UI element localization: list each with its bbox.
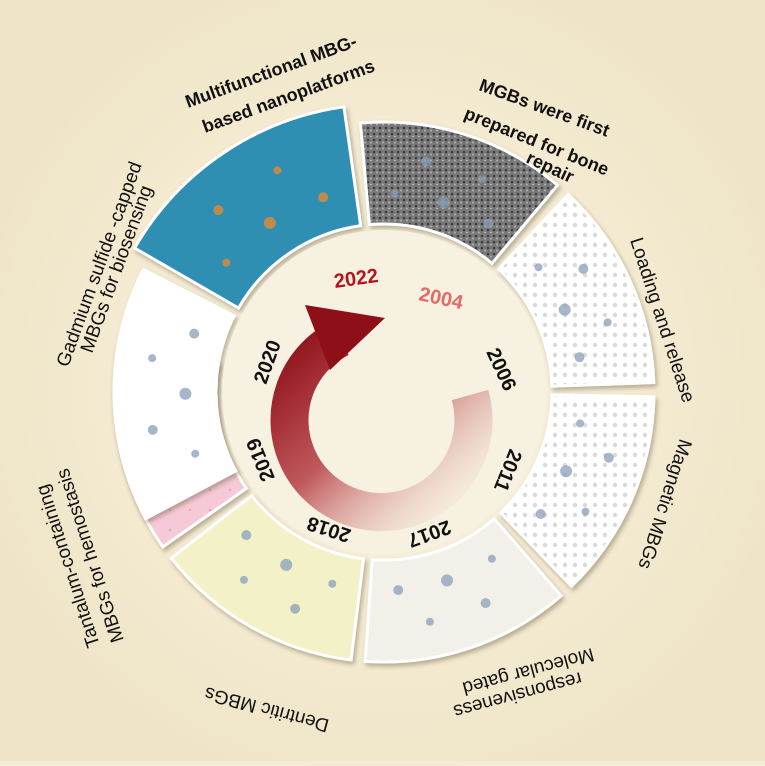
panel-2020 <box>112 267 238 521</box>
cycle-arrow-head <box>305 305 385 370</box>
panel-2006 <box>496 192 656 388</box>
cycle-arrow-arc <box>270 321 493 532</box>
panel-2022-figure-mark <box>222 258 231 267</box>
panel-2018-figure-mark <box>241 530 252 541</box>
panel-2018 <box>169 493 366 662</box>
panel-2022-figure-mark <box>263 216 276 229</box>
panel-2004 <box>358 120 560 266</box>
panel-2006-figure-mark <box>603 318 612 327</box>
panel-2020-figure-mark <box>189 328 200 339</box>
panel-2017-figure-mark <box>441 574 454 587</box>
panel-2020-figure-mark <box>148 354 157 363</box>
sector-panels <box>112 105 656 664</box>
panel-2017-figure-mark <box>425 617 434 626</box>
panel-2011-figure-mark <box>576 419 585 428</box>
panel-2018-figure-mark <box>239 575 248 584</box>
panel-2022-figure-mark <box>213 205 224 216</box>
panel-2017 <box>363 516 564 664</box>
panel-2011-figure-mark <box>603 452 614 463</box>
panel-2004-figure-mark <box>420 156 431 167</box>
panel-2006-figure-mark <box>534 263 543 272</box>
panel-2020-figure-mark <box>191 449 200 458</box>
panel-2018-figure-mark <box>290 603 301 614</box>
panel-2018-figure-mark <box>328 579 337 588</box>
panel-2022 <box>132 105 363 311</box>
panel-2006-figure-mark <box>558 303 571 316</box>
panel-2004-figure-mark <box>483 218 494 229</box>
panel-2022-figure-mark <box>273 166 282 175</box>
panel-2017-figure-mark <box>393 585 404 596</box>
panel-2011 <box>498 393 656 589</box>
panel-2020-figure-mark <box>147 424 158 435</box>
panel-2006-figure-mark <box>574 352 585 363</box>
cycle-arrow <box>270 305 493 532</box>
panel-2004-figure-mark <box>437 196 450 209</box>
panel-2022-figure-mark <box>318 192 329 203</box>
panel-2020-figure-mark <box>179 387 192 400</box>
panel-2018-figure-mark <box>280 558 293 571</box>
panel-2011-figure-mark <box>560 465 573 478</box>
panel-2006-figure-mark <box>578 263 589 274</box>
panel-2004-figure-mark <box>390 189 399 198</box>
panel-2017-figure-mark <box>480 598 491 609</box>
panel-2011-figure-mark <box>535 508 546 519</box>
panel-2011-figure-mark <box>581 507 590 516</box>
panel-2004-figure-mark <box>477 175 486 184</box>
panel-2017-figure-mark <box>487 554 496 563</box>
